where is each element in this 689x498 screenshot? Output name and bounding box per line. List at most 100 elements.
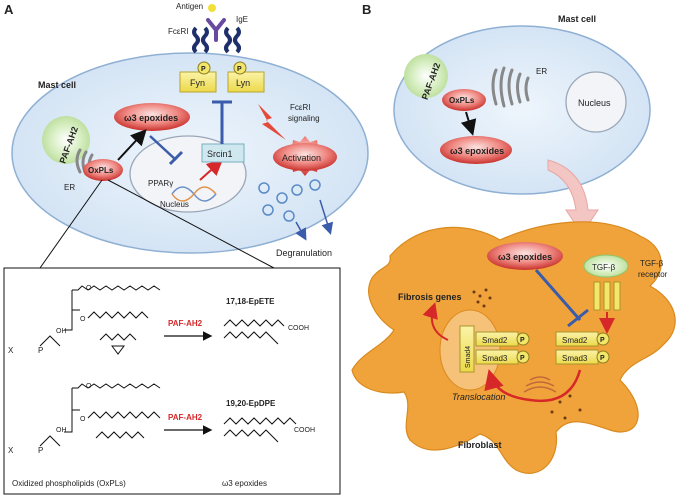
nucleus-a-label: Nucleus [160,200,189,209]
inset-oh-2: OH [56,427,67,434]
smad4-label: Smad4 [465,346,472,368]
antigen-icon [208,4,216,12]
fceri-signaling-1: FcεRI [290,103,310,112]
er-b-label: ER [536,67,547,76]
fceri-label: FcεRI [168,27,188,36]
enzyme-2: PAF-AH2 [168,413,203,422]
ige-antibody [206,18,226,42]
smad3-left-p [516,350,530,364]
inset-o-1: O [86,285,92,292]
er-b [491,66,530,108]
panel-a-letter: A [4,2,14,17]
w3-epoxides-b-top-label: ω3 epoxides [450,146,504,156]
fyn-box [179,71,217,93]
inset-connector-right [107,179,275,269]
inset-o-3: O [86,383,92,390]
oxpls-b-arrow [460,111,477,136]
cooh-1: COOH [288,325,309,332]
granules [258,179,321,222]
inset-box [3,267,341,495]
smad3-right-p [596,350,610,364]
lyn-p: P [237,66,242,73]
lightning-icon [258,104,286,140]
product-structure-2 [223,417,297,443]
mast-cell-b-label: Mast cell [558,14,596,24]
inset-o-4: O [80,416,86,423]
fyn-p: P [201,66,206,73]
fceri-signaling-2: signaling [288,114,320,123]
oxpls-pill-b [442,89,486,111]
epoxide-inhibit-bar [567,308,589,328]
inset-caption-left: Oxidized phospholipids (OxPLs) [12,479,126,488]
fyn-label: Fyn [190,78,205,88]
w3-epoxides-b-mid-label: ω3 epoxides [498,252,552,262]
inset-x-2: X [8,446,14,455]
w3-epoxides-a-label: ω3 epoxides [124,113,178,123]
degran-arrow-2 [319,199,334,235]
inset-connector-left [39,179,103,269]
smad4-box [459,325,475,373]
inset-p-2: P [38,446,43,455]
ppar-label: PPARγ [148,179,173,188]
smad3-left-label: Smad3 [482,354,508,363]
nucleus-b-label: Nucleus [578,98,611,108]
er-fibroblast [523,376,557,393]
srcin1-label: Srcin1 [207,149,233,159]
lyn-phospho [233,61,247,75]
w3-epoxides-pill-a [114,103,190,131]
translocation-arrow [484,369,582,403]
degranulation-label: Degranulation [276,248,332,258]
dna-icon [171,186,217,202]
paf-ah2-glow-b [404,54,448,98]
tgf-label: TGF-β [592,263,616,272]
oxpl-structure-1 [39,285,161,355]
fyn-phospho [197,61,211,75]
ige-label: IgE [236,15,248,24]
smad3-left-p-label: P [520,355,525,362]
cooh-2: COOH [294,427,315,434]
oxpl-structure-2 [39,383,161,447]
gene-dots [472,288,492,308]
inset-caption-right: ω3 epoxides [222,479,267,488]
oxpls-a-label: OxPLs [88,166,114,175]
tgf-ligand [583,254,629,278]
w3-epoxides-pill-b-top [440,136,512,164]
activation-label: Activation [282,153,321,163]
smad3-right-p-label: P [600,355,605,362]
product-structure-1 [223,319,285,345]
inset-p-1: P [38,346,43,355]
smad3-right-label: Smad3 [562,354,588,363]
antigen-label: Antigen [176,2,203,11]
fibrosis-genes-label: Fibrosis genes [398,292,462,302]
inset-oh-1: OH [56,328,67,335]
ppar-inhibit-bar [168,150,184,166]
oxpls-pill-a [83,159,123,181]
tgf-receptor-label-2: receptor [638,270,668,279]
receptor-bar-2 [603,281,611,311]
smad2-right-p-label: P [600,337,605,344]
translocation-label: Translocation [452,392,505,402]
product-2: 19,20-EpDPE [226,399,276,408]
mast-cell-a-label: Mast cell [38,80,76,90]
fibroblast-label: Fibroblast [458,440,502,450]
dna-to-srcin1-arrow [199,159,223,181]
lyn-label: Lyn [236,78,250,88]
smad2-left-label: Smad2 [482,336,508,345]
oxpls-b-label: OxPLs [449,96,475,105]
nucleus-b [565,71,627,133]
er-a-label: ER [64,183,75,192]
cytoplasm-dots [550,394,582,420]
lyn-box [227,71,265,93]
inset-o-2: O [80,316,86,323]
oxpls-to-epoxides-arrow [117,129,147,161]
activation-pill [273,143,337,171]
epoxide-to-smad-line [534,269,582,321]
degran-arrow-1 [295,221,307,241]
epoxide-to-ppar-arrow [149,135,177,161]
smad2-left-p-label: P [520,337,525,344]
smad2-left-p [516,332,530,346]
w3-epoxides-pill-b-mid [487,242,563,270]
product-1: 17,18-EpETE [226,297,275,306]
receptor-bar-1 [593,281,601,311]
